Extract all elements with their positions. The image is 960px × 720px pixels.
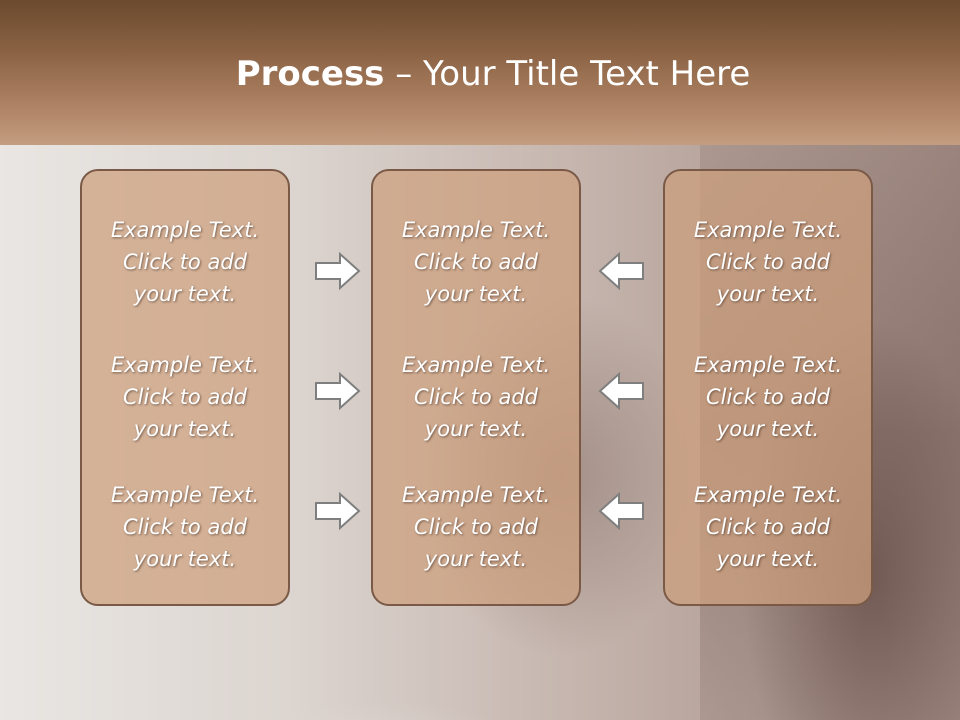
title-rest: – Your Title Text Here [384,54,751,94]
process-text[interactable]: Example Text. Click to add your text. [693,353,843,441]
slide-title[interactable]: Process – Your Title Text Here [0,52,960,96]
process-text[interactable]: Example Text. Click to add your text. [401,353,551,441]
process-box-center[interactable]: Example Text. Click to add your text. Ex… [371,169,581,606]
right-arrow-icon [315,251,361,291]
process-text[interactable]: Example Text. Click to add your text. [401,218,551,306]
left-arrow-icon [598,251,644,291]
process-text[interactable]: Example Text. Click to add your text. [110,353,260,441]
right-arrow-icon [315,371,361,411]
title-bar: Process – Your Title Text Here [0,0,960,145]
process-box-left[interactable]: Example Text. Click to add your text. Ex… [80,169,290,606]
process-text[interactable]: Example Text. Click to add your text. [693,218,843,306]
process-text[interactable]: Example Text. Click to add your text. [110,483,260,571]
process-text[interactable]: Example Text. Click to add your text. [110,218,260,306]
title-bold: Process [235,54,385,94]
left-arrow-icon [598,371,644,411]
process-box-right[interactable]: Example Text. Click to add your text. Ex… [663,169,873,606]
left-arrow-icon [598,491,644,531]
right-arrow-icon [315,491,361,531]
process-text[interactable]: Example Text. Click to add your text. [693,483,843,571]
process-text[interactable]: Example Text. Click to add your text. [401,483,551,571]
